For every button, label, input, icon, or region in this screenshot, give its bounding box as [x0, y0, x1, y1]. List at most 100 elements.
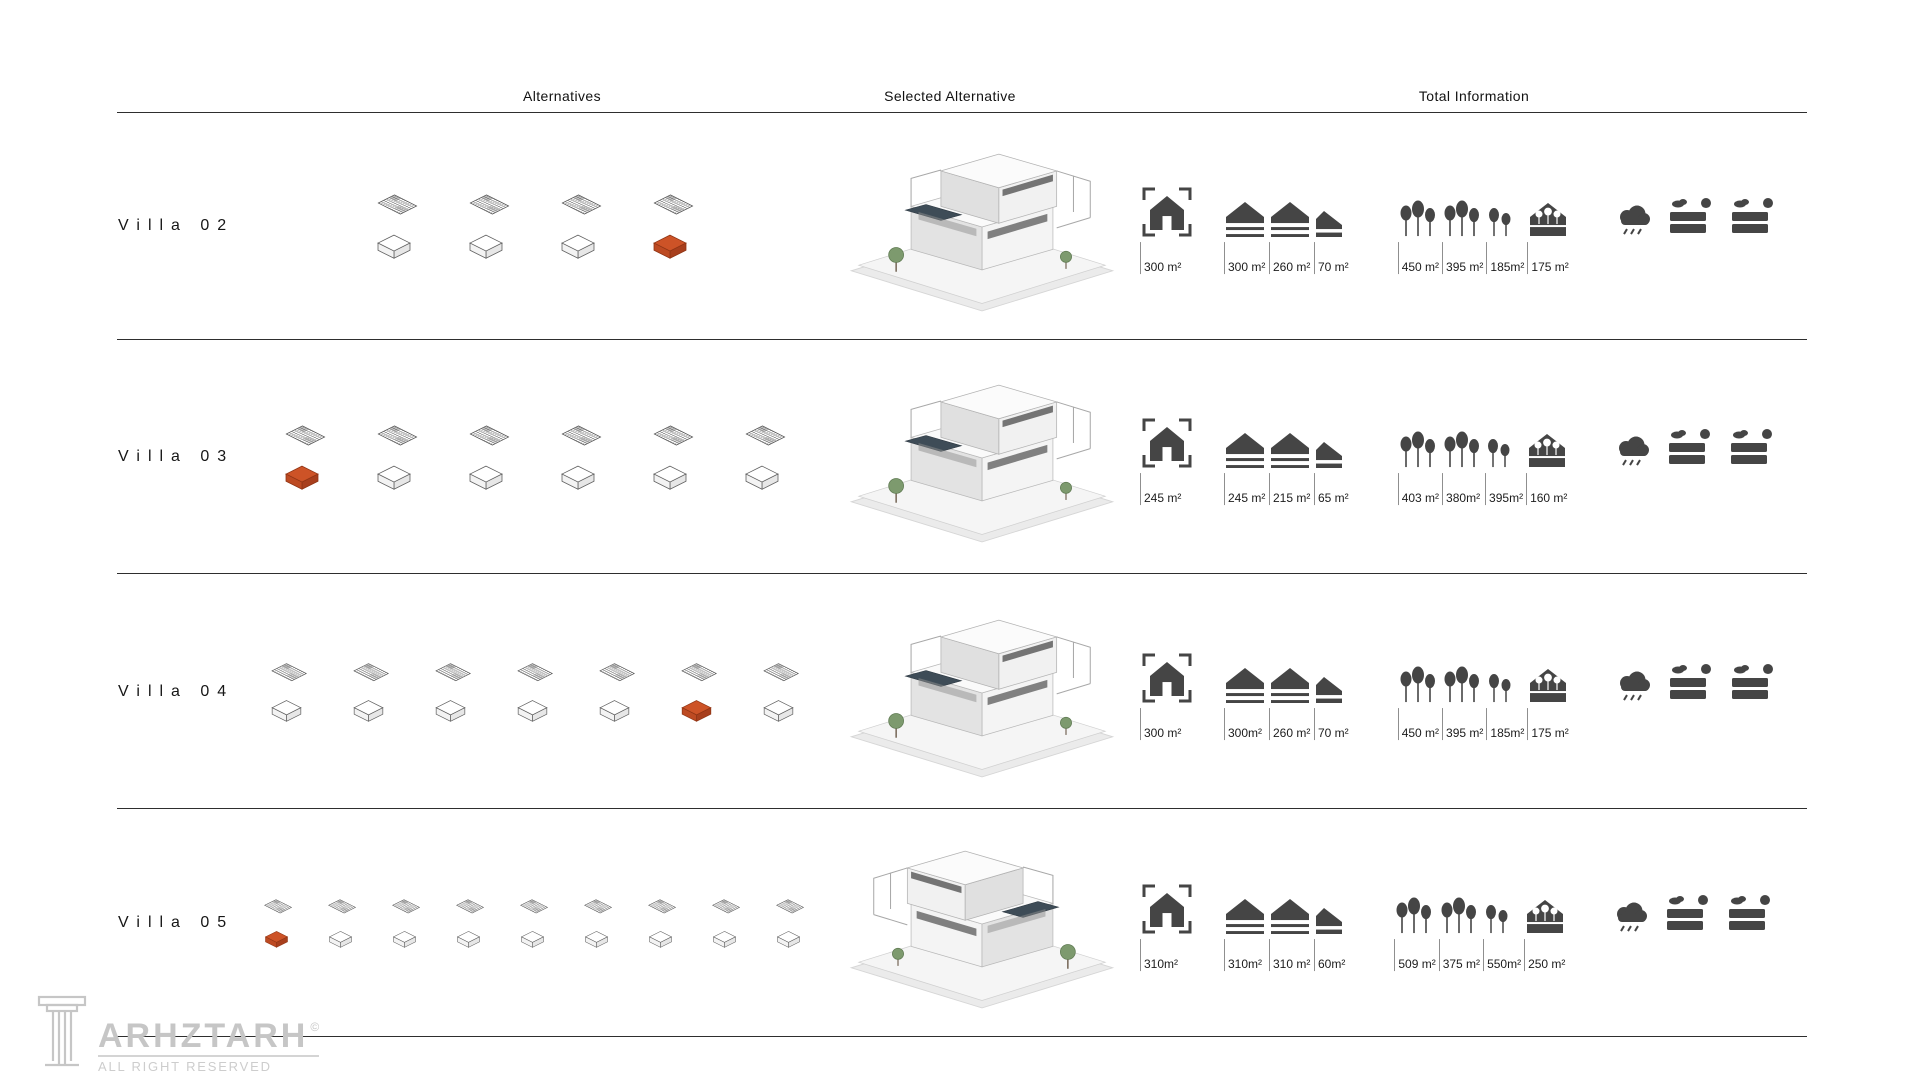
mass-icon [352, 699, 384, 722]
landscape-measure: 395 m² [1442, 651, 1483, 740]
built-areas-group: 245 m² 215 m² 65 m² [1224, 416, 1352, 506]
villa-3d-icon [842, 368, 1115, 545]
area-value: 310m² [1228, 957, 1263, 972]
villa-title: Villa 03 [118, 448, 235, 465]
rights-text: ALL RIGHT RESERVED [98, 1055, 320, 1074]
area-value: 395 m² [1446, 725, 1484, 740]
alternative-thumb [327, 661, 409, 722]
annex-area-measure: 70 m² [1314, 185, 1349, 275]
net-area-measure: 260 m² [1269, 185, 1311, 275]
studio-logo: ARHZTARH © ALL RIGHT RESERVED [34, 993, 320, 1074]
area-value: 65 m² [1318, 491, 1349, 506]
landscape-measure: 450 m² [1397, 185, 1439, 275]
alternative-thumb [409, 661, 491, 722]
alternative-thumb [624, 193, 716, 259]
alternative-thumb [372, 898, 436, 948]
mass-icon [392, 931, 416, 948]
rain-cloud-icon [1614, 204, 1652, 238]
mass-icon [648, 931, 672, 948]
landscape-areas-group: 403 m² 380m² 395m² 160 m² [1397, 416, 1571, 506]
climate-icons [1614, 196, 1776, 238]
house-in-brackets-icon [1140, 651, 1194, 705]
selected-mass-icon [264, 931, 288, 948]
annex-area-measure: 60m² [1314, 882, 1346, 972]
alternative-thumb [500, 898, 564, 948]
plan-grid-icon [392, 899, 421, 914]
alternative-thumb [440, 424, 532, 490]
plan-grid-icon [776, 899, 805, 914]
area-value: 185m² [1490, 260, 1525, 275]
built-areas-group: 300m² 260 m² 70 m² [1224, 651, 1352, 740]
landscape-measure: 185m² [1486, 185, 1525, 275]
sun-over-building-icon [1727, 427, 1775, 469]
striped-house-icon [1224, 651, 1266, 705]
net-area-measure: 260 m² [1269, 651, 1311, 740]
alternative-thumb [308, 898, 372, 948]
area-value: 60m² [1318, 957, 1346, 972]
gross-area-measure: 300m² [1224, 651, 1266, 740]
striped-house-icon [1269, 882, 1311, 936]
plan-grid-icon [584, 899, 613, 914]
mass-icon [776, 931, 800, 948]
gross-area-measure: 300 m² [1224, 185, 1266, 275]
tree-cluster-icon [1398, 185, 1439, 239]
climate-icons [1613, 427, 1775, 469]
landscape-measure: 185m² [1486, 651, 1524, 740]
mass-icon [516, 699, 548, 722]
mass-icon [434, 699, 466, 722]
plan-grid-icon [712, 899, 741, 914]
col-header-selected-alternative: Selected Alternative [884, 88, 1016, 104]
alternative-thumb [756, 898, 820, 948]
villa-title: Villa 05 [118, 914, 235, 931]
landscape-measure: 403 m² [1397, 416, 1439, 506]
house-in-brackets-icon [1140, 185, 1194, 239]
mass-icon [561, 234, 595, 259]
villa-title: Villa 02 [118, 217, 235, 234]
net-area-measure: 215 m² [1269, 416, 1311, 506]
gross-area-measure: 245 m² [1224, 416, 1266, 506]
plan-grid-icon [520, 899, 549, 914]
alternative-thumb [440, 193, 532, 259]
plan-grid-icon [745, 425, 785, 446]
mass-icon [270, 699, 302, 722]
tree-cluster-icon [1398, 416, 1439, 470]
house-with-trees-icon [1526, 416, 1568, 470]
annex-area-measure: 70 m² [1314, 651, 1349, 740]
tree-cluster-icon [1442, 416, 1482, 470]
sun-over-building-icon [1728, 196, 1776, 238]
mass-icon [712, 931, 736, 948]
landscape-measure: 380m² [1442, 416, 1482, 506]
tree-cluster-icon [1486, 185, 1524, 239]
striped-house-icon [1269, 185, 1311, 239]
area-value: 550m² [1487, 957, 1522, 972]
area-value: 70 m² [1318, 260, 1349, 275]
plan-grid-icon [456, 899, 485, 914]
area-value: 185m² [1490, 725, 1525, 740]
striped-house-icon [1224, 185, 1266, 239]
area-value: 395m² [1489, 491, 1524, 506]
alternative-thumb [348, 424, 440, 490]
area-value: 260 m² [1273, 260, 1311, 275]
area-value: 260 m² [1273, 725, 1311, 740]
selected-villa-render [842, 137, 1115, 314]
green-roof-measure: 175 m² [1527, 651, 1569, 740]
site-area-value: 300 m² [1144, 260, 1182, 275]
villa-row-05: Villa 05 [0, 809, 1920, 1037]
landscape-measure: 395m² [1485, 416, 1524, 506]
selected-mass-icon [680, 699, 712, 722]
copyright-mark: © [310, 1019, 320, 1034]
column-icon [34, 993, 90, 1074]
site-area-value: 310m² [1144, 957, 1179, 972]
landscape-areas-group: 450 m² 395 m² 185m² 175 m² [1397, 185, 1573, 275]
alternative-thumb [624, 424, 716, 490]
alternatives-strip [240, 898, 824, 948]
villa-3d-icon [842, 834, 1115, 1011]
site-area-measure: 245 m² [1140, 416, 1194, 506]
plan-grid-icon [561, 425, 601, 446]
landscape-measure: 509 m² [1394, 882, 1436, 972]
plan-grid-icon [598, 662, 635, 681]
area-value: 380m² [1446, 491, 1481, 506]
landscape-measure: 375 m² [1438, 882, 1480, 972]
alternative-thumb [692, 898, 756, 948]
plan-grid-icon [680, 662, 717, 681]
